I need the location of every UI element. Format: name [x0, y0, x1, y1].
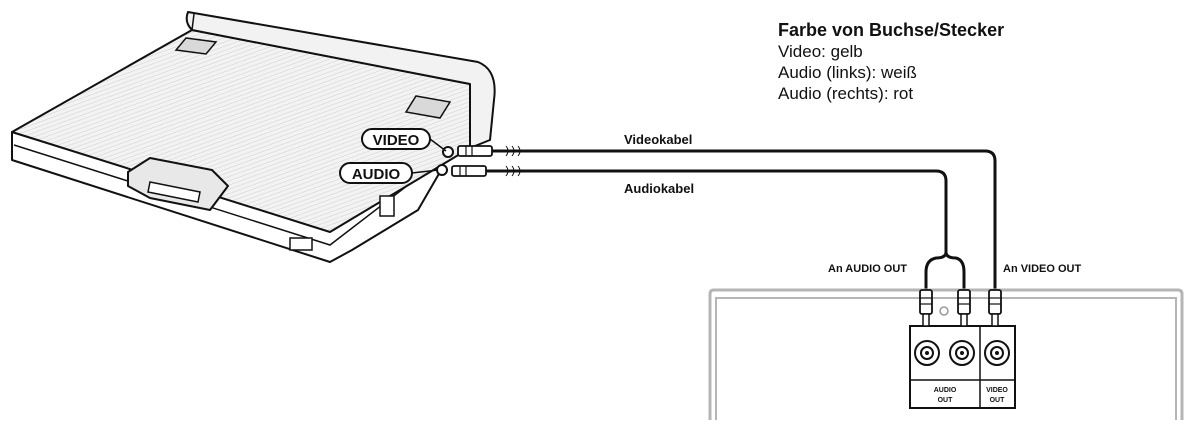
- audio-left-plug: [919, 289, 933, 327]
- audio-label-text: AUDIO: [352, 166, 401, 183]
- color-legend: Farbe von Buchse/Stecker Video: gelb Aud…: [778, 20, 1004, 104]
- legend-title: Farbe von Buchse/Stecker: [778, 20, 1005, 40]
- audio-out-panel-label-2: OUT: [938, 397, 954, 404]
- video-out-caption: An VIDEO OUT: [1003, 263, 1082, 275]
- audio-cable: [520, 169, 948, 252]
- audio-cable-split: [924, 251, 966, 292]
- audio-cable-caption: Audiokabel: [624, 181, 694, 196]
- video-label-text: VIDEO: [373, 132, 420, 149]
- audio-out-caption: An AUDIO OUT: [828, 263, 907, 275]
- audio-out-panel-label-1: AUDIO: [934, 387, 957, 394]
- receiving-device: [708, 288, 1184, 420]
- video-out-panel-label-2: OUT: [990, 397, 1006, 404]
- legend-line-audio-left: Audio (links): weiß: [778, 63, 917, 82]
- video-out-panel-label-1: VIDEO: [986, 387, 1008, 394]
- video-cable: [520, 149, 997, 290]
- video-jack-label: VIDEO: [361, 128, 447, 152]
- video-cable-plug: [457, 145, 521, 157]
- audio-jack-label: AUDIO: [339, 162, 439, 184]
- video-plug: [988, 289, 1002, 327]
- legend-line-audio-right: Audio (rechts): rot: [778, 84, 914, 103]
- audio-out-left-jack: [914, 340, 940, 366]
- audio-right-plug: [957, 289, 971, 327]
- legend-line-video: Video: gelb: [778, 42, 863, 61]
- audio-out-right-jack: [949, 340, 975, 366]
- video-out-jack: [984, 340, 1010, 366]
- video-cable-caption: Videokabel: [624, 132, 692, 147]
- audio-cable-plug: [451, 165, 521, 177]
